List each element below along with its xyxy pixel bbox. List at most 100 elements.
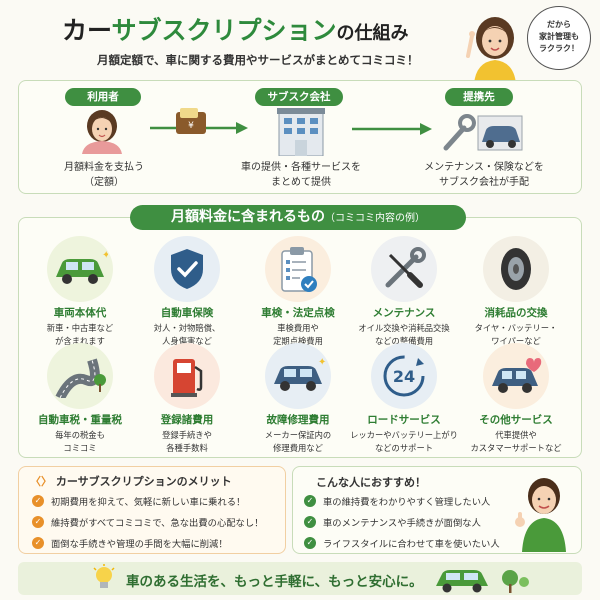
recommend-text: 車の維持費をわかりやすく管理したい人 xyxy=(323,496,491,508)
speech-bubble: だから 家計管理も ラクラク！ xyxy=(527,6,591,70)
item-desc: 対人・対物賠償、 xyxy=(153,323,221,333)
svg-text:24: 24 xyxy=(393,367,415,386)
item-label: 自動車税・重量税 xyxy=(38,414,122,426)
footer-text: 車のある生活を、もっと手軽に、もっと安心に。 xyxy=(126,574,423,590)
included-item: 自動車保険 対人・対物賠償、 人身傷害など xyxy=(133,236,241,347)
svg-text:✦: ✦ xyxy=(318,358,326,368)
item-label: 車両本体代 xyxy=(53,307,107,319)
recommend-item: ✓ ライフスタイルに合わせて車を使いたい人 xyxy=(304,532,500,553)
title-highlight: サブスクリプション xyxy=(111,16,337,45)
item-desc: 定期点検費用 xyxy=(273,335,323,346)
merit-text: 面倒な手続きや管理の手間を大幅に削減！ xyxy=(51,538,228,550)
included-item: ✦ 車両本体代 新車・中古車など が含まれます xyxy=(26,236,134,347)
check-icon: ✓ xyxy=(32,515,44,528)
item-desc: メーカー保証内の xyxy=(264,430,332,440)
recommend-text: ライフスタイルに合わせて車を使いたい人 xyxy=(323,538,500,550)
included-item: その他サービス 代車提供や カスタマーサポートなど xyxy=(462,343,570,454)
merit-item: ✓ 維持費がすべてコミコミで、急な出費の心配なし！ xyxy=(32,511,263,532)
included-title-text: 月額料金に含まれるもの xyxy=(171,209,325,225)
flow-partner-text: メンテナンス・保険などを xyxy=(424,162,544,173)
flow-user-text: 月額料金を支払う xyxy=(64,162,144,173)
arrow-icon xyxy=(352,123,432,135)
item-desc: オイル交換や消耗品交換 xyxy=(358,323,450,333)
included-item: 登録諸費用 登録手続きや 各種手数料 xyxy=(133,343,241,454)
bracket-icon: 〈〉 xyxy=(30,475,52,488)
item-desc: ワイパーなど xyxy=(491,335,541,346)
merit-item: ✓ 初期費用を抑えて、気軽に新しい車に乗れる！ xyxy=(32,490,263,511)
merits-list: ✓ 初期費用を抑えて、気軽に新しい車に乗れる！ ✓ 維持費がすべてコミコミで、急な出… xyxy=(32,490,263,553)
building-icon xyxy=(277,108,325,156)
merits-title: 〈〉 カーサブスクリプションのメリット xyxy=(30,473,232,489)
page-title: カーサブスクリプションの仕組み xyxy=(62,11,462,47)
flow-company-text: 車の提供・各種サービスを xyxy=(241,162,361,173)
included-item: ✦ 故障修理費用 メーカー保証内の 修理費用など xyxy=(244,343,352,454)
footer-car-icon xyxy=(436,570,529,593)
wallet-arrow-icon: ¥ xyxy=(150,108,248,134)
included-title-sub: （コミコミ内容の例） xyxy=(325,213,425,224)
merit-text: 維持費がすべてコミコミで、急な出費の心配なし！ xyxy=(51,517,264,529)
svg-text:✦: ✦ xyxy=(102,251,108,261)
recommend-title: こんな人におすすめ！ xyxy=(316,476,426,489)
check-icon: ✓ xyxy=(304,494,316,507)
flow-user-text: （定額） xyxy=(84,177,124,188)
item-label: ロードサービス xyxy=(367,414,441,426)
shield-check-icon xyxy=(154,236,220,302)
item-desc: 車検費用や xyxy=(277,323,319,333)
24h-icon: 24 xyxy=(371,343,437,409)
item-desc: などの整備費用 xyxy=(374,335,434,346)
item-desc: 登録手続きや xyxy=(162,430,212,440)
subtitle: 月額定額で、車に関する費用やサービスがまとめてコミコミ！ xyxy=(97,53,419,67)
clipboard-check-icon xyxy=(265,236,331,302)
item-desc: が含まれます xyxy=(55,335,105,346)
recommend-text: 車のメンテナンスや手続きが面倒な人 xyxy=(323,517,481,529)
bubble-line: ラクラク！ xyxy=(539,44,579,53)
fuel-pump-icon xyxy=(154,343,220,409)
merit-text: 初期費用を抑えて、気軽に新しい車に乗れる！ xyxy=(51,496,246,508)
wrench-screwdriver-icon xyxy=(371,236,437,302)
user-icon xyxy=(82,110,122,154)
item-desc: レッカーやバッテリー上がり xyxy=(350,430,458,440)
merits-panel xyxy=(18,466,286,554)
merit-item: ✓ 面倒な手続きや管理の手間を大幅に削減！ xyxy=(32,532,263,553)
item-desc: コミコミ xyxy=(63,442,97,453)
wrench-car-icon xyxy=(443,114,523,151)
svg-text:¥: ¥ xyxy=(188,121,194,131)
item-desc: などのサポート xyxy=(374,442,434,453)
item-desc: 新車・中古車など xyxy=(46,323,114,333)
included-item: 車検・法定点検 車検費用や 定期点検費用 xyxy=(244,236,352,347)
flow-tag-partner: 提携先 xyxy=(445,88,513,106)
item-label: 故障修理費用 xyxy=(266,414,330,426)
man-thumbs-up-icon xyxy=(515,478,566,552)
included-item: メンテナンス オイル交換や消耗品交換 などの整備費用 xyxy=(350,236,458,347)
check-icon: ✓ xyxy=(32,536,44,549)
item-desc: 毎年の税金も xyxy=(55,430,105,440)
item-label: 車検・法定点検 xyxy=(261,307,335,319)
car-heart-icon xyxy=(483,343,549,409)
title-part: の仕組み xyxy=(336,23,409,44)
item-desc: カスタマーサポートなど xyxy=(470,442,562,453)
item-desc: 人身傷害など xyxy=(162,335,212,346)
item-desc: 代車提供や xyxy=(495,430,537,440)
woman-icon xyxy=(466,17,516,84)
check-icon: ✓ xyxy=(304,515,316,528)
recommend-item: ✓ 車のメンテナンスや手続きが面倒な人 xyxy=(304,511,500,532)
title-part: カー xyxy=(62,16,112,45)
item-label: 自動車保険 xyxy=(160,307,214,319)
car-icon: ✦ xyxy=(47,236,113,302)
item-desc: 修理費用など xyxy=(273,442,323,453)
check-icon: ✓ xyxy=(32,494,44,507)
check-icon: ✓ xyxy=(304,536,316,549)
car-repair-icon: ✦ xyxy=(265,343,331,409)
bubble-line: 家計管理も xyxy=(539,32,579,41)
recommend-list: ✓ 車の維持費をわかりやすく管理したい人 ✓ 車のメンテナンスや手続きが面倒な人 ✓… xyxy=(304,490,500,553)
included-title: 月額料金に含まれるもの（コミコミ内容の例） xyxy=(130,205,466,230)
tire-icon xyxy=(483,236,549,302)
flow-partner-text: サブスク会社が手配 xyxy=(439,177,529,188)
included-item: 24 ロードサービス レッカーやバッテリー上がり などのサポート xyxy=(350,343,458,454)
item-label: 消耗品の交換 xyxy=(484,307,548,319)
footer-banner xyxy=(18,562,582,595)
flow-tag-user: 利用者 xyxy=(65,88,141,106)
item-label: その他サービス xyxy=(479,414,553,426)
bubble-line: だから xyxy=(547,20,571,29)
included-item: 消耗品の交換 タイヤ・バッテリー・ ワイパーなど xyxy=(462,236,570,347)
